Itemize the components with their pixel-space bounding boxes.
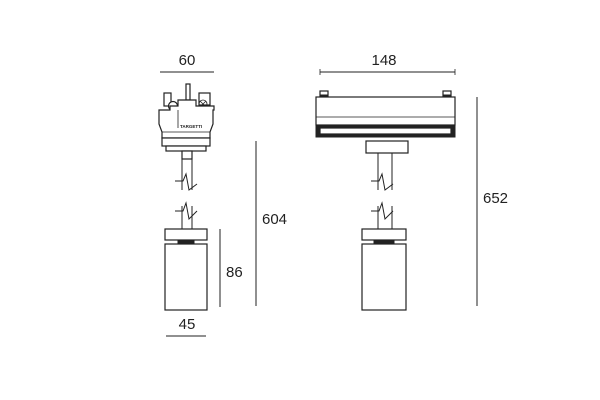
left-bottom-width-dimension: 45 [166,316,206,337]
left-head-height-dimension: 86 [219,229,243,307]
left-total-height-dimension: 604 [255,141,287,306]
right-stem-upper [365,140,409,191]
right-top-width-label: 148 [371,52,396,69]
left-track-adapter: TARGETTI [158,83,215,152]
left-fixture: 60 TARGETTI [158,52,287,337]
left-top-width-label: 60 [179,52,196,69]
left-stem-lower [175,201,198,230]
left-head-height-label: 86 [226,264,243,281]
right-total-height-dimension: 652 [476,97,508,306]
left-stem-upper [175,150,198,191]
right-top-width-dimension: 148 [319,52,456,75]
left-spot-head [164,228,208,311]
left-bottom-width-label: 45 [179,316,196,333]
left-total-height-label: 604 [262,211,287,228]
right-stem-lower [371,201,394,230]
right-total-height-label: 652 [483,190,508,207]
right-fixture: 148 [315,52,508,311]
left-adapter-logo: TARGETTI [180,124,202,129]
right-track-adapter [315,90,456,138]
right-spot-head [361,228,407,311]
left-top-width-dimension: 60 [160,52,214,73]
